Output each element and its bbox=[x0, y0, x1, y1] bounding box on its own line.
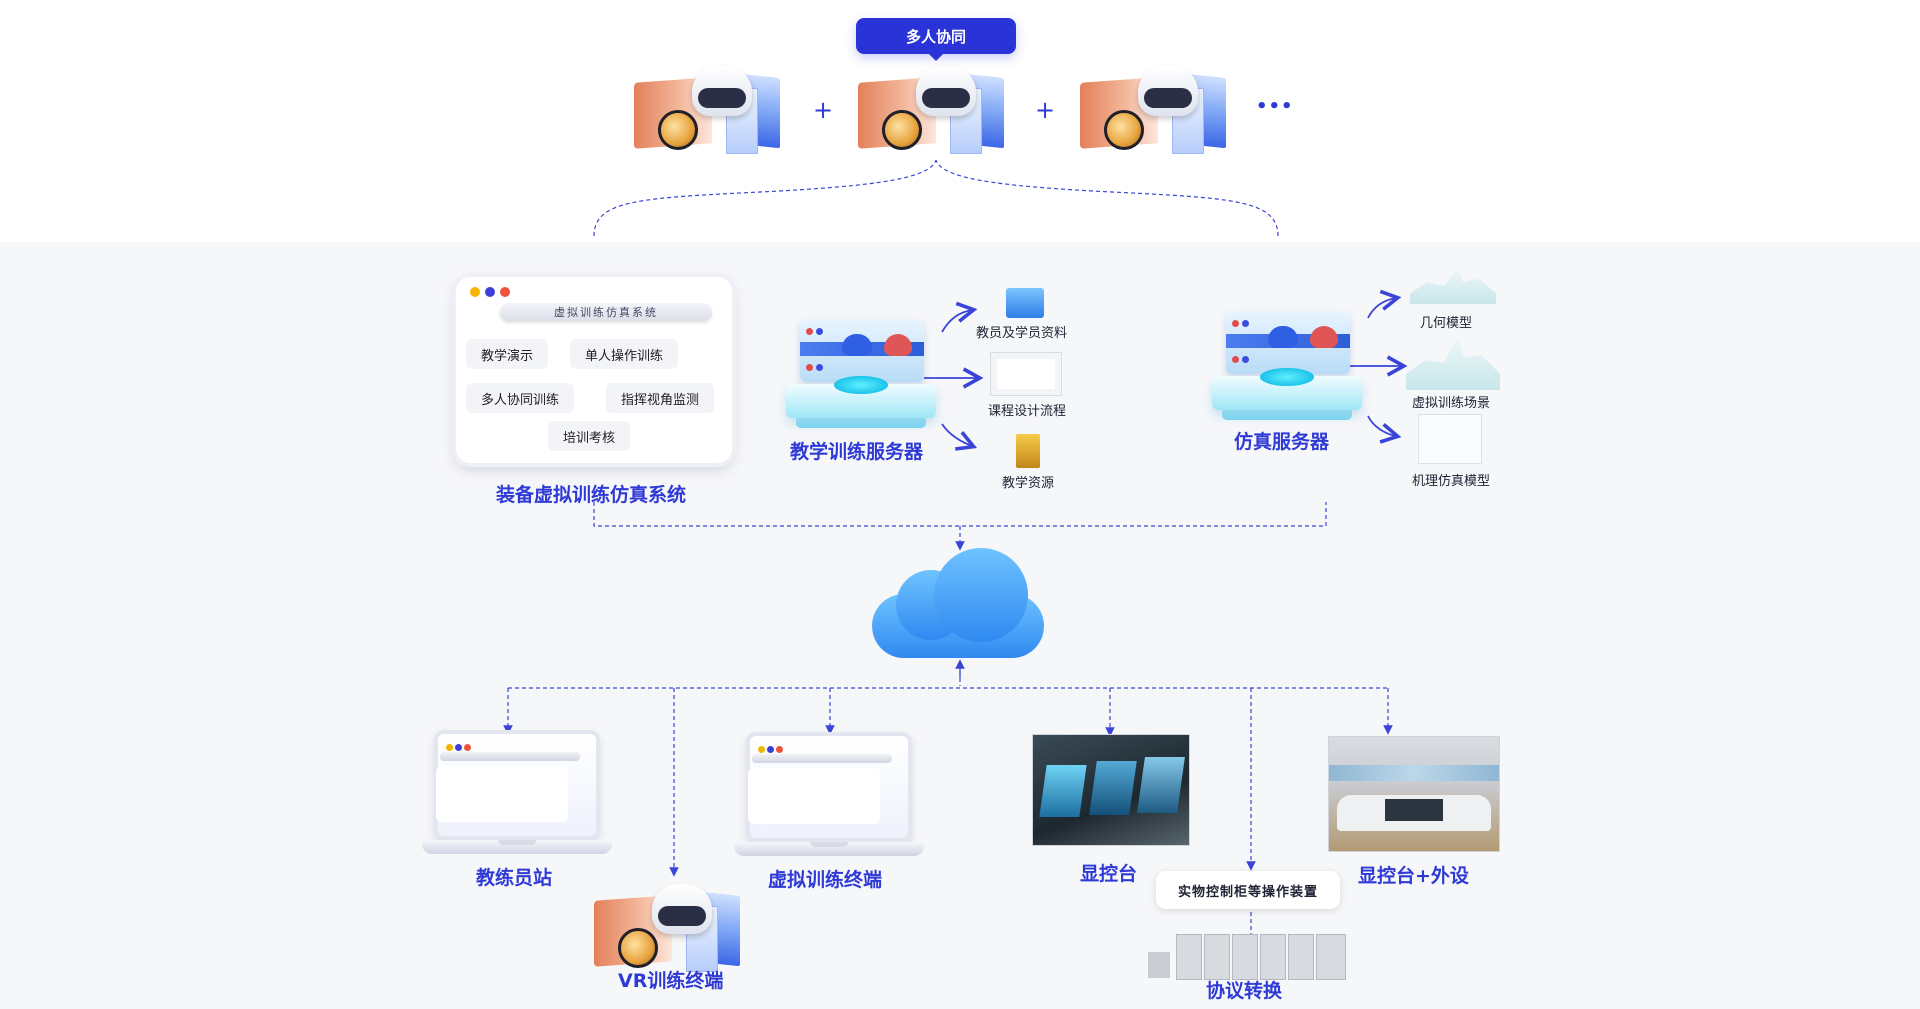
vr-terminal-caption: VR训练终端 bbox=[618, 970, 724, 992]
more-ellipsis: ••• bbox=[1256, 96, 1294, 117]
teaching-output-2: 课程设计流程 bbox=[988, 404, 1067, 419]
plus-sign-1: + bbox=[813, 96, 834, 124]
system-caption: 装备虚拟训练仿真系统 bbox=[496, 484, 687, 506]
window-dot-red bbox=[500, 287, 510, 297]
btn-teaching-demo[interactable]: 教学演示 bbox=[466, 339, 548, 369]
flowchart-icon bbox=[990, 352, 1062, 396]
teaching-output-1: 教员及学员资料 bbox=[976, 326, 1068, 341]
btn-training-exam[interactable]: 培训考核 bbox=[548, 421, 630, 451]
vr-headset-2 bbox=[858, 62, 1008, 154]
instructor-caption: 教练员站 bbox=[476, 867, 553, 889]
teaching-server-icon bbox=[786, 318, 936, 438]
system-window-title: 虚拟训练仿真系统 bbox=[500, 303, 712, 321]
vr-terminal-headset bbox=[594, 880, 744, 972]
protocol-caption: 协议转换 bbox=[1206, 980, 1283, 1002]
virtual-terminal-caption: 虚拟训练终端 bbox=[768, 869, 883, 891]
plus-sign-2: + bbox=[1035, 96, 1056, 124]
control-cabinets-icon bbox=[1148, 930, 1348, 980]
instructor-laptop bbox=[422, 730, 612, 860]
vr-headset-icon bbox=[916, 66, 976, 116]
console-peripheral-caption: 显控台+外设 bbox=[1358, 865, 1469, 887]
vr-headset-icon bbox=[692, 66, 752, 116]
sim-output-2: 虚拟训练场景 bbox=[1412, 396, 1491, 411]
window-dot-yellow bbox=[470, 287, 480, 297]
vr-headset-1 bbox=[634, 62, 784, 154]
mechanism-model-icon bbox=[1418, 414, 1482, 464]
sim-server-caption: 仿真服务器 bbox=[1234, 431, 1330, 453]
system-window: 虚拟训练仿真系统 教学演示 单人操作训练 多人协同训练 指挥视角监测 培训考核 bbox=[456, 277, 732, 463]
teaching-output-3: 教学资源 bbox=[1002, 476, 1055, 491]
vr-headset-3 bbox=[1080, 62, 1230, 154]
btn-command-view[interactable]: 指挥视角监测 bbox=[606, 383, 714, 413]
btn-multi-training[interactable]: 多人协同训练 bbox=[466, 383, 574, 413]
console-photo bbox=[1032, 734, 1190, 846]
window-dot-blue bbox=[485, 287, 495, 297]
console-peripheral-photo bbox=[1328, 736, 1500, 852]
physical-device-tag: 实物控制柜等操作装置 bbox=[1156, 871, 1340, 909]
btn-single-training[interactable]: 单人操作训练 bbox=[570, 339, 678, 369]
sim-output-3: 机理仿真模型 bbox=[1412, 474, 1491, 489]
virtual-terminal-laptop bbox=[734, 732, 924, 862]
teaching-server-caption: 教学训练服务器 bbox=[790, 441, 924, 463]
sim-server-icon bbox=[1212, 310, 1362, 430]
folder-icon bbox=[1006, 288, 1044, 318]
sim-output-1: 几何模型 bbox=[1420, 316, 1473, 331]
console-caption: 显控台 bbox=[1080, 863, 1138, 885]
archive-icon bbox=[1016, 434, 1040, 468]
multi-person-pill: 多人协同 bbox=[856, 18, 1016, 61]
cloud-icon bbox=[872, 548, 1044, 660]
vr-headset-icon bbox=[1138, 66, 1198, 116]
vr-headset-icon bbox=[652, 884, 712, 934]
